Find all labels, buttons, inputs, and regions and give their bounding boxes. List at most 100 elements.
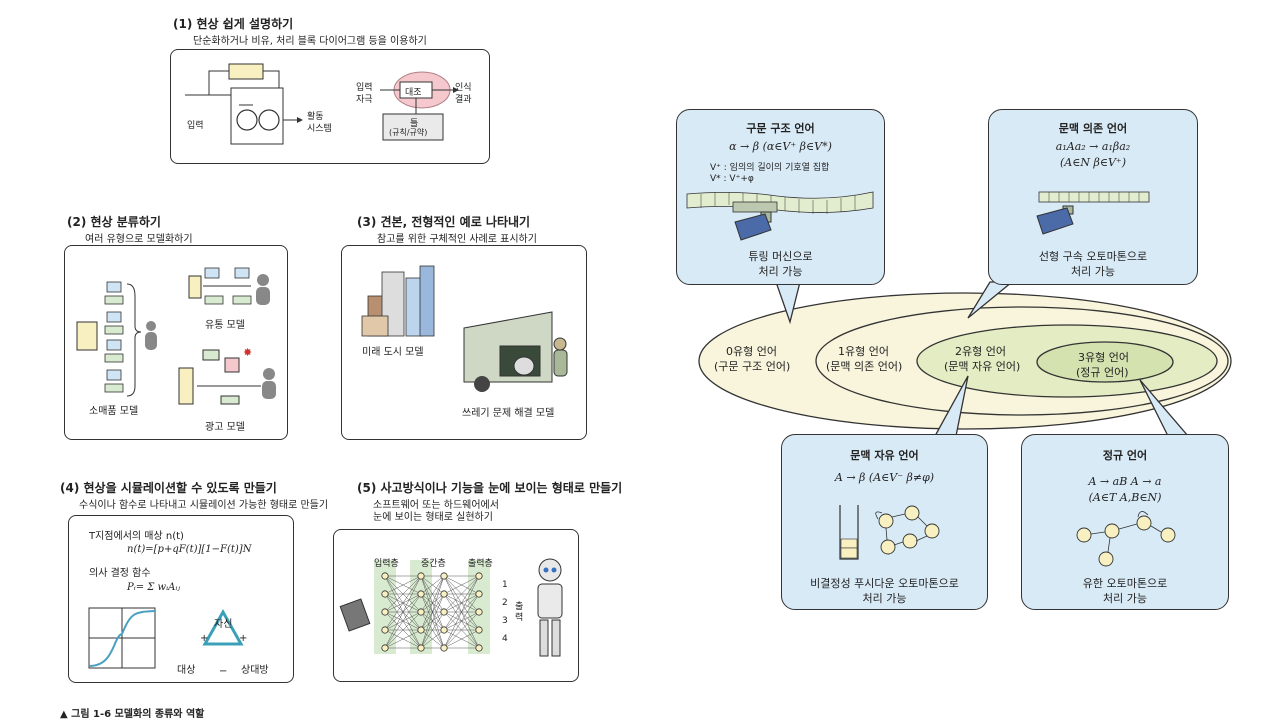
- p5-layer-input: 입력층: [374, 559, 399, 569]
- callout-tl-note1: V⁺ : 임의의 길이의 기호열 집합: [710, 163, 830, 173]
- nn-connection: [420, 611, 445, 649]
- nn-node: [381, 590, 389, 598]
- nn-connection: [384, 575, 422, 649]
- callout-context-free: 문맥 자유 언어 A → β (A∈V⁻ β≠φ) 비결정성 푸시다운 오토마톤…: [781, 434, 988, 610]
- p5-output-3: 3: [502, 616, 508, 626]
- callout-tl-rule: α → β (α∈V⁺ β∈V*): [729, 140, 832, 153]
- p4-sign-bottom: −: [219, 666, 228, 677]
- ellipse-0-line1: 0유형 언어: [726, 345, 777, 358]
- callout-tl-foot2: 처리 가능: [758, 265, 803, 278]
- p4-subtitle: 수식이나 함수로 나타내고 시뮬레이션 가능한 형태로 만들기: [79, 500, 329, 511]
- nn-connection: [443, 575, 480, 649]
- nn-connection: [420, 593, 445, 649]
- p5-output-2: 2: [502, 598, 508, 608]
- nn-node: [475, 626, 483, 634]
- callout-bm-foot2: 처리 가능: [862, 592, 907, 605]
- p1-label-out-2: 결과: [455, 95, 472, 105]
- finite-automaton-illustration: [1076, 511, 1176, 567]
- ellipse-3-line1: 3유형 언어: [1078, 351, 1129, 364]
- nn-connection: [384, 575, 422, 595]
- p4-tri-left: 대상: [177, 665, 196, 676]
- callout-phrase-structure: 구문 구조 언어 α → β (α∈V⁺ β∈V*) V⁺ : 임의의 길이의 …: [676, 109, 885, 285]
- callout-tr-title: 문맥 의존 언어: [1058, 122, 1128, 135]
- p1-label-frame-2: (규칙/규약): [389, 128, 428, 137]
- p5-neural-network: [339, 558, 563, 657]
- p4-title: (4) 현상을 시뮬레이션할 수 있도록 만들기: [60, 481, 277, 495]
- nn-node: [381, 572, 389, 580]
- nn-connection: [420, 629, 445, 649]
- p2-illustration: ✸: [76, 267, 276, 405]
- p4-line3: 의사 결정 함수: [89, 568, 151, 579]
- nn-node: [440, 590, 448, 598]
- p3-label-garbage: 쓰레기 문제 해결 모델: [462, 408, 555, 419]
- nn-connection: [420, 575, 445, 631]
- p3-subtitle: 참고를 위한 구체적인 사례로 표시하기: [377, 234, 537, 245]
- callout-context-sensitive: 문맥 의존 언어 a₁Aa₂ → a₁βa₂ (A∈N β∈V⁺) 선형 구속 …: [988, 109, 1198, 285]
- nn-connection: [420, 575, 445, 595]
- p3-illustration: [361, 265, 568, 392]
- p1-title: (1) 현상 쉽게 설명하기: [173, 17, 294, 31]
- p5-output-1: 1: [502, 580, 508, 590]
- p1-label-activity-1: 활동: [307, 112, 324, 122]
- callout-tr-foot1: 선형 구속 오토마톤으로: [1038, 250, 1148, 263]
- p4-line4: Pᵢ= Σ wᵢAᵢⱼ: [127, 582, 180, 593]
- nn-node: [417, 572, 425, 580]
- nn-node: [475, 590, 483, 598]
- p5-panel: 입력층 중간층 출력층 1 2 3 4 출력: [333, 529, 579, 682]
- p5-subtitle-1: 소프트웨어 또는 하드웨어에서: [373, 500, 499, 511]
- nn-node: [475, 608, 483, 616]
- p3-panel: 미래 도시 모델 쓰레기 문제 해결 모델: [341, 245, 587, 440]
- svg-text:✸: ✸: [243, 346, 252, 359]
- nn-connection: [443, 575, 480, 613]
- callout-tl-note2: V* : V⁺+φ: [710, 174, 754, 184]
- p4-graphs: [88, 607, 244, 669]
- nn-node: [417, 608, 425, 616]
- p5-subtitle-2: 눈에 보이는 형태로 실현하기: [373, 512, 493, 523]
- p2-panel: ✸ 소매품 모델 유통 모델 광고 모델: [64, 245, 288, 440]
- p4-line2: n(t)=[p+qF(t)][1−F(t)]N: [127, 544, 252, 555]
- ellipse-1-line1: 1유형 언어: [838, 345, 889, 358]
- nn-connection: [443, 575, 480, 631]
- p1-label-compare: 대조: [405, 88, 422, 98]
- callout-bm-rule: A → β (A∈V⁻ β≠φ): [834, 471, 935, 484]
- nn-connection: [443, 629, 480, 649]
- callout-tl-foot1: 튜링 머신으로: [748, 250, 813, 263]
- p2-label-distribution: 유통 모델: [205, 320, 245, 331]
- nn-connection: [443, 593, 480, 649]
- p5-output-label: 출력: [515, 602, 524, 623]
- p4-line1: T지점에서의 매상 n(t): [89, 531, 184, 542]
- nn-node: [417, 590, 425, 598]
- nn-connection: [384, 611, 422, 649]
- p5-output-4: 4: [502, 634, 508, 644]
- callout-bm-foot1: 비결정성 푸시다운 오토마톤으로: [810, 577, 959, 590]
- nn-connection: [384, 575, 422, 613]
- p2-title: (2) 현상 분류하기: [67, 215, 161, 229]
- callout-br-rule2: (A∈T A,B∈N): [1088, 491, 1162, 504]
- callout-br-foot2: 처리 가능: [1103, 592, 1147, 605]
- callout-br-foot1: 유한 오토마톤으로: [1082, 577, 1168, 590]
- nn-node: [417, 644, 425, 652]
- p5-title: (5) 사고방식이나 기능을 눈에 보이는 형태로 만들기: [357, 481, 623, 495]
- nn-node: [440, 626, 448, 634]
- p1-label-in-2: 자극: [356, 95, 373, 105]
- nn-node: [440, 644, 448, 652]
- callout-tr-foot2: 처리 가능: [1071, 265, 1115, 278]
- nn-connection: [443, 575, 480, 595]
- ellipse-3-line2: (정규 언어): [1076, 366, 1129, 379]
- p5-layer-hidden: 중간층: [421, 559, 446, 569]
- p1-block-diagram: [185, 63, 459, 145]
- pushdown-automaton-illustration: [839, 505, 940, 560]
- p1-subtitle: 단순화하거나 비유, 처리 블록 다이어그램 등을 이용하기: [193, 36, 427, 47]
- p2-label-ad: 광고 모델: [205, 422, 245, 433]
- p4-sign-left: +: [200, 633, 209, 644]
- callout-bm-title: 문맥 자유 언어: [850, 449, 919, 462]
- nn-connection: [420, 575, 445, 613]
- linear-bounded-automaton-illustration: [1036, 191, 1150, 235]
- turing-machine-illustration: [686, 191, 874, 241]
- nn-node: [440, 572, 448, 580]
- callout-regular: 정규 언어 A → aB A → a (A∈T A,B∈N) 유한 오토마톤으로…: [1021, 434, 1229, 610]
- ellipse-0-line2: (구문 구조 언어): [714, 360, 791, 373]
- ellipse-1-line2: (문맥 의존 언어): [826, 360, 903, 373]
- p1-label-input: 입력: [187, 121, 204, 131]
